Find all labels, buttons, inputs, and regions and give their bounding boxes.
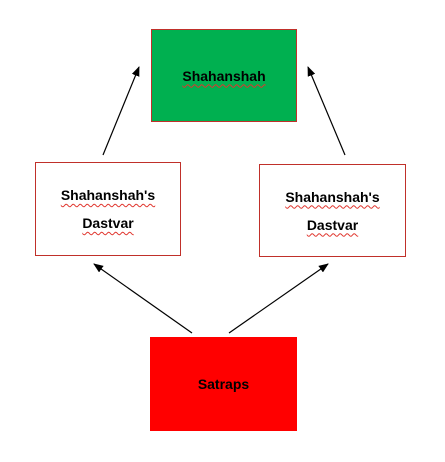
- arrow-bottom-to-right: [228, 263, 329, 334]
- arrow-bottom-to-left: [93, 263, 193, 334]
- arrow-left-to-top: [102, 66, 140, 156]
- node-dastvar-left: Shahanshah's Dastvar: [35, 162, 181, 256]
- node-label: Shahanshah's: [285, 188, 380, 205]
- node-label: Dastvar: [306, 216, 359, 233]
- node-shahanshah: Shahanshah: [151, 29, 297, 122]
- node-label: Satraps: [197, 376, 250, 392]
- node-label: Shahanshah: [182, 67, 266, 84]
- node-dastvar-right: Shahanshah's Dastvar: [259, 164, 406, 257]
- node-label: Shahanshah's: [60, 187, 156, 203]
- arrow-right-to-top: [307, 66, 346, 156]
- node-label: Dastvar: [82, 215, 134, 231]
- node-satraps: Satraps: [150, 337, 297, 431]
